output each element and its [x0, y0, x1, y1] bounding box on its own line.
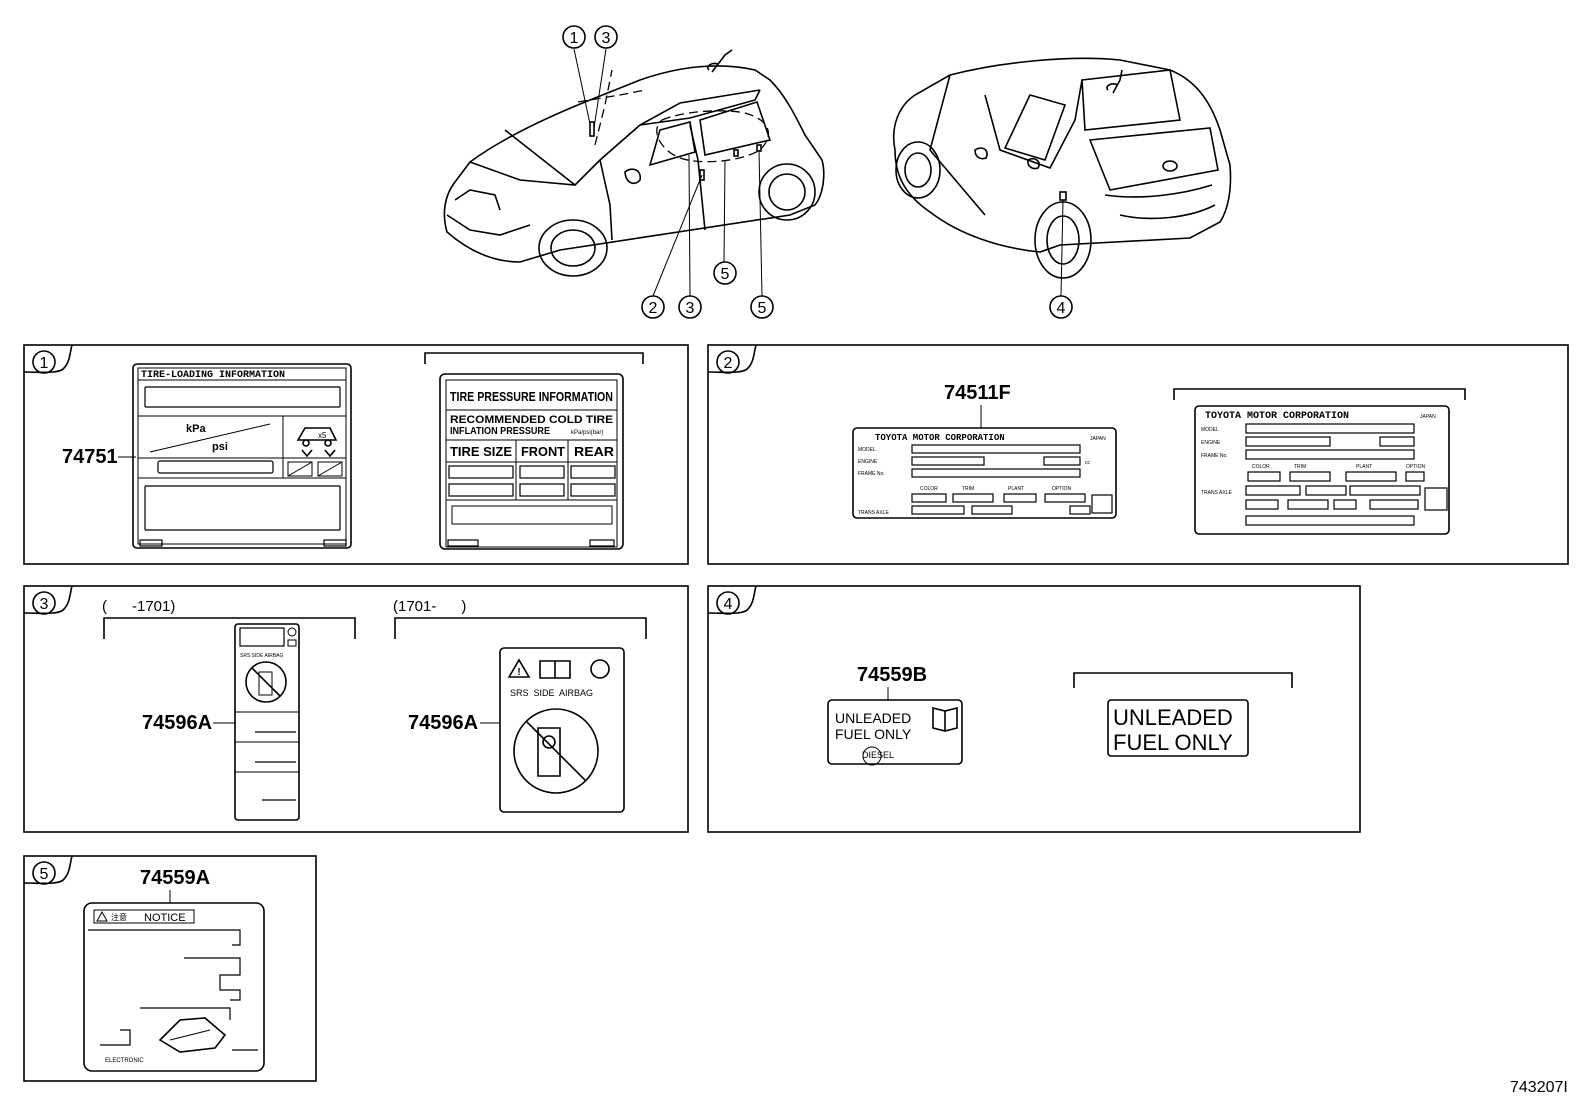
airbag-label-square: ! SRS SIDE AIRBAG	[499, 647, 625, 813]
svg-text:TOYOTA MOTOR CORPORATION: TOYOTA MOTOR CORPORATION	[875, 433, 1005, 443]
svg-text:FRAME No.: FRAME No.	[858, 471, 885, 477]
svg-text:ENGINE: ENGINE	[858, 459, 878, 465]
svg-text:COLOR: COLOR	[1252, 464, 1270, 470]
svg-text:2: 2	[649, 300, 658, 317]
svg-text:TRIM: TRIM	[962, 486, 974, 492]
range-after-1701: (1701- )	[393, 598, 466, 615]
airbag-label-narrow: SRS SIDE AIRBAG	[234, 623, 300, 821]
panel-2-badge: 2	[724, 355, 733, 372]
svg-text:INFLATION PRESSURE: INFLATION PRESSURE	[450, 426, 550, 437]
svg-text:x5: x5	[318, 431, 327, 440]
callout-front-top-1: 1	[562, 25, 586, 49]
svg-text:!: !	[517, 667, 520, 678]
svg-text:NOTICE: NOTICE	[144, 912, 186, 924]
svg-text:MODEL: MODEL	[858, 447, 876, 453]
fuel-label-alt: UNLEADED FUEL ONLY	[1107, 699, 1249, 757]
svg-text:RECOMMENDED COLD TIRE: RECOMMENDED COLD TIRE	[450, 414, 613, 426]
part-number-74559A: 74559A	[140, 867, 210, 889]
svg-text:3: 3	[686, 300, 695, 317]
svg-text:psi: psi	[212, 441, 228, 453]
part-number-74596A-left: 74596A	[142, 712, 212, 734]
callout-front-mid-5: 5	[713, 261, 737, 285]
part-number-74511F: 74511F	[944, 382, 1011, 404]
part-number-74751: 74751	[62, 446, 118, 468]
panel-3-badge: 3	[40, 596, 49, 613]
callout-rear-4: 4	[1049, 295, 1073, 319]
svg-text:JAPAN: JAPAN	[1420, 414, 1436, 420]
svg-text:FRAME No.: FRAME No.	[1201, 453, 1228, 459]
svg-text:1: 1	[570, 30, 579, 47]
vin-plate-alt: TOYOTA MOTOR CORPORATION JAPAN MODEL ENG…	[1194, 405, 1450, 535]
panel-1-badge: 1	[40, 355, 49, 372]
svg-text:JAPAN: JAPAN	[1090, 436, 1106, 442]
svg-text:TIRE-LOADING INFORMATION: TIRE-LOADING INFORMATION	[141, 370, 285, 381]
svg-text:4: 4	[1057, 300, 1066, 317]
svg-text:TIRE SIZE: TIRE SIZE	[450, 444, 512, 459]
svg-text:ELECTRONIC: ELECTRONIC	[105, 1058, 144, 1064]
svg-text:注意: 注意	[111, 912, 127, 922]
svg-text:TIRE PRESSURE INFORMATION: TIRE PRESSURE INFORMATION	[450, 389, 613, 404]
fuel-label-74559B: UNLEADED FUEL ONLY DIESEL	[827, 699, 963, 766]
panel-5: 5 74559A 注意 NOTICE ELECTRONIC	[23, 855, 317, 1082]
callout-front-top-3: 3	[594, 25, 618, 49]
panel-4-badge: 4	[724, 596, 733, 613]
front-car-illustration	[443, 48, 825, 297]
svg-text:TRANS AXLE: TRANS AXLE	[858, 510, 890, 516]
svg-text:FRONT: FRONT	[521, 444, 565, 459]
part-number-74596A-right: 74596A	[408, 712, 478, 734]
svg-text:cc: cc	[1085, 460, 1091, 466]
svg-text:SRS SIDE AIRBAG: SRS SIDE AIRBAG	[240, 653, 283, 659]
panel-2: 2 74511F TOYOTA MOTOR CORPORATION JAPAN …	[707, 344, 1569, 565]
rear-car-illustration	[892, 57, 1232, 297]
svg-text:UNLEADED: UNLEADED	[1113, 705, 1233, 730]
svg-text:MODEL: MODEL	[1201, 427, 1219, 433]
svg-text:TRIM: TRIM	[1294, 464, 1306, 470]
panel-5-badge: 5	[40, 866, 49, 883]
svg-text:DIESEL: DIESEL	[862, 750, 894, 760]
tire-loading-label: TIRE-LOADING INFORMATION kPa psi x5	[132, 363, 352, 549]
svg-text:kPa: kPa	[186, 423, 206, 435]
svg-text:TOYOTA MOTOR CORPORATION: TOYOTA MOTOR CORPORATION	[1205, 411, 1349, 422]
panel-3: 3 ( -1701) (1701- ) 74596A SRS SIDE AIRB…	[23, 585, 689, 833]
svg-text:REAR: REAR	[574, 444, 615, 459]
svg-text:PLANT: PLANT	[1356, 464, 1372, 470]
svg-text:COLOR: COLOR	[920, 486, 938, 492]
callout-front-bottom-2: 2	[641, 295, 665, 319]
range-before-1701: ( -1701)	[102, 598, 175, 615]
svg-text:3: 3	[602, 30, 611, 47]
svg-text:FUEL ONLY: FUEL ONLY	[835, 726, 912, 742]
svg-text:ENGINE: ENGINE	[1201, 440, 1221, 446]
svg-text:PLANT: PLANT	[1008, 486, 1024, 492]
figure-id: 743207I	[1510, 1079, 1568, 1096]
svg-text:5: 5	[758, 300, 767, 317]
svg-text:SRS SIDE AIRBAG: SRS SIDE AIRBAG	[510, 688, 593, 698]
svg-text:TRANS AXLE: TRANS AXLE	[1201, 490, 1233, 496]
notice-label-74559A: 注意 NOTICE ELECTRONIC	[83, 902, 265, 1072]
svg-text:FUEL ONLY: FUEL ONLY	[1113, 730, 1233, 755]
svg-text:5: 5	[721, 266, 730, 283]
svg-text:OPTION: OPTION	[1052, 486, 1072, 492]
panel-4: 4 74559B UNLEADED FUEL ONLY DIESEL UNLEA…	[707, 585, 1361, 833]
svg-text:OPTION: OPTION	[1406, 464, 1426, 470]
svg-text:UNLEADED: UNLEADED	[835, 710, 911, 726]
panel-1: 1 74751 TIRE-LOADING INFORMATION kPa psi…	[23, 344, 689, 565]
vin-plate-74511F: TOYOTA MOTOR CORPORATION JAPAN MODEL ENG…	[852, 427, 1117, 519]
part-number-74559B: 74559B	[857, 664, 927, 686]
callout-front-bottom-5: 5	[750, 295, 774, 319]
callout-front-bottom-3: 3	[678, 295, 702, 319]
svg-text:kPa/psi(bar): kPa/psi(bar)	[571, 430, 603, 436]
tire-pressure-label: TIRE PRESSURE INFORMATION RECOMMENDED CO…	[439, 373, 624, 550]
